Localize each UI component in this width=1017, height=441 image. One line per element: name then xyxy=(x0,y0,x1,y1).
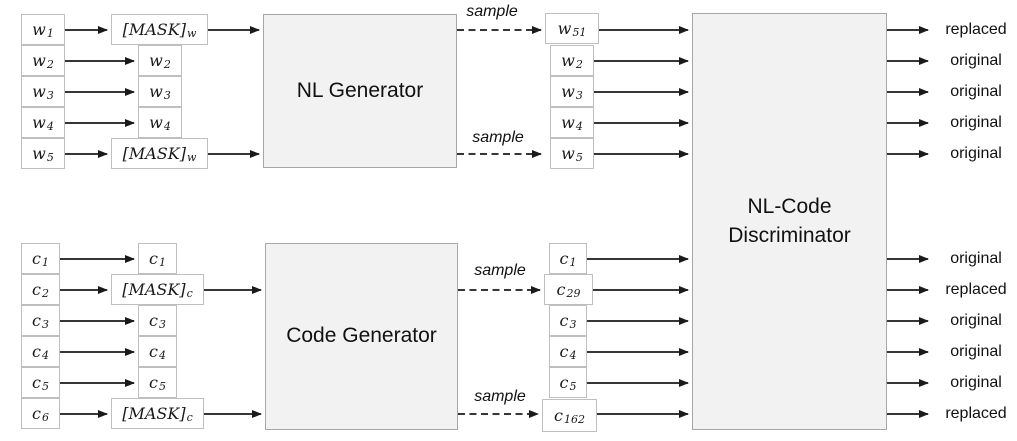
nl-generator-label: NL Generator xyxy=(296,78,424,102)
code-output-label-4: original xyxy=(950,343,1002,360)
token-code-mask-1: [MASK]c xyxy=(111,274,204,305)
nl-sample-label-1: sample xyxy=(466,3,518,20)
nl-output-label-2: original xyxy=(950,52,1002,69)
nl-output-label-4: original xyxy=(950,114,1002,131)
nl-output-label-3: original xyxy=(950,83,1002,100)
token-nl-mask-2: [MASK]w xyxy=(111,138,208,169)
code-sample-label-1: sample xyxy=(474,262,526,279)
token-nl-mask-1: [MASK]w xyxy=(111,14,208,45)
code-generator-box: Code Generator xyxy=(265,243,458,430)
nl-output-label-1: replaced xyxy=(945,21,1007,38)
code-sample-label-2: sample xyxy=(474,388,526,405)
code-output-label-3: original xyxy=(950,312,1002,329)
code-output-label-5: original xyxy=(950,374,1002,391)
nl-output-label-5: original xyxy=(950,145,1002,162)
code-generator-label: Code Generator xyxy=(286,324,437,348)
nl-sample-label-2: sample xyxy=(472,129,524,146)
nl-generator-box: NL Generator xyxy=(263,14,457,168)
discriminator-label: NL-Code Discriminator xyxy=(728,195,851,247)
token-code-mask-2: [MASK]c xyxy=(111,398,204,429)
discriminator-box: NL-Code Discriminator xyxy=(692,13,887,430)
code-output-label-2: replaced xyxy=(945,281,1007,298)
code-output-label-6: replaced xyxy=(945,405,1007,422)
code-output-label-1: original xyxy=(950,250,1002,267)
